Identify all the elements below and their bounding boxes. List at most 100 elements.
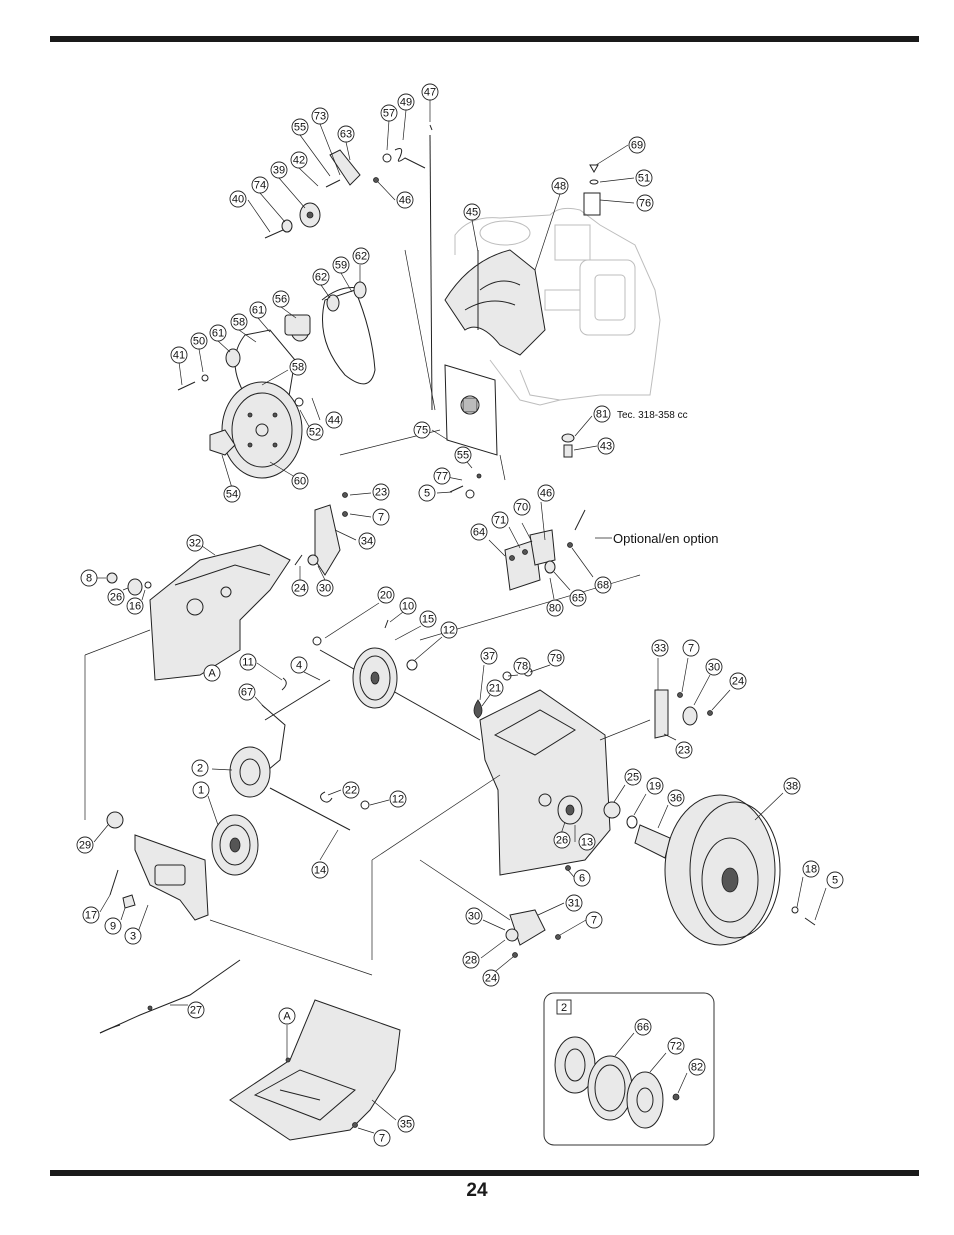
part-callout-number: 25: [627, 772, 639, 784]
part-callout: 60: [291, 472, 309, 490]
top-rule: [50, 36, 919, 42]
part-callout: 67: [238, 683, 256, 701]
part-callout-number: 73: [314, 111, 326, 123]
bottom-rule: [50, 1170, 919, 1176]
part-callout: 23: [675, 741, 693, 759]
part-callout-number: 9: [110, 921, 116, 933]
part-callout: 42: [290, 151, 308, 169]
part-callout-number: 41: [173, 350, 185, 362]
part-callout: 55: [454, 446, 472, 464]
part-callout-number: 7: [379, 1133, 385, 1145]
part-callout: 74: [251, 176, 269, 194]
part-callout: 17: [82, 906, 100, 924]
part-callout-number: 29: [79, 840, 91, 852]
part-callout: 82: [688, 1058, 706, 1076]
part-callout-number: 67: [241, 687, 253, 699]
large-pulley: [221, 381, 303, 479]
part-callout: 41: [170, 346, 188, 364]
part-callout-number: 17: [85, 910, 97, 922]
part-callout: 64: [470, 523, 488, 541]
part-callout: 33: [651, 639, 669, 657]
part-callout: 36: [667, 789, 685, 807]
part-callout-number: 59: [335, 260, 347, 272]
part-callout: 59: [332, 256, 350, 274]
part-callout-number: 68: [597, 580, 609, 592]
leader-lines: [84, 100, 827, 1134]
part-callout: 9: [104, 917, 122, 935]
part-callout-number: 61: [212, 328, 224, 340]
part-callout-number: 72: [670, 1041, 682, 1053]
part-callout: 30: [465, 907, 483, 925]
part-callout-number: 62: [355, 251, 367, 263]
part-callout: 65: [569, 589, 587, 607]
part-callout-number: 21: [489, 683, 501, 695]
part-callout: 4: [290, 656, 308, 674]
part-callout-number: 51: [638, 173, 650, 185]
part-callout-number: 23: [678, 745, 690, 757]
part-callout-number: 3: [130, 931, 136, 943]
part-callout-number: 76: [639, 198, 651, 210]
part-callout: 48: [551, 177, 569, 195]
part-callout-number: 7: [378, 512, 384, 524]
part-callout-number: 27: [190, 1005, 202, 1017]
part-callout: 22: [342, 781, 360, 799]
part-callout-number: 61: [252, 305, 264, 317]
part-callout: 20: [377, 586, 395, 604]
shift-bracket: [654, 689, 713, 739]
part-callout-number: 39: [273, 165, 285, 177]
part-callout: 62: [312, 268, 330, 286]
part-callout: 27: [187, 1001, 205, 1019]
lower-bracket: [106, 811, 209, 921]
gasket-plate: [444, 364, 498, 456]
part-callout: 50: [190, 332, 208, 350]
part-callout: 73: [311, 107, 329, 125]
part-callout: 51: [635, 169, 653, 187]
part-callout: 19: [646, 777, 664, 795]
part-callout-number: 12: [443, 625, 455, 637]
part-callout-number: 16: [129, 601, 141, 613]
detail-callout: 2: [556, 999, 572, 1015]
part-callout-number: 55: [457, 450, 469, 462]
part-callout-number: 33: [654, 643, 666, 655]
part-callout-number: 56: [275, 294, 287, 306]
part-callout-number: 6: [579, 873, 585, 885]
part-callout-number: 52: [309, 427, 321, 439]
part-callout-number: 24: [485, 973, 497, 985]
friction-wheel: [211, 746, 271, 876]
part-callout-number: 78: [516, 661, 528, 673]
part-callout: 69: [628, 136, 646, 154]
part-callout: 63: [337, 125, 355, 143]
part-callout-number: 10: [402, 601, 414, 613]
part-callout-number: 11: [242, 657, 253, 669]
part-callout-number: 37: [483, 651, 495, 663]
part-callout-number: 58: [233, 317, 245, 329]
part-callout-number: 23: [375, 487, 387, 499]
part-callout: 71: [491, 511, 509, 529]
part-callout: 61: [209, 324, 227, 342]
part-callout-number: 43: [600, 441, 612, 453]
part-callout: 75: [413, 421, 431, 439]
part-callout: 11: [239, 653, 257, 671]
part-callout-number: 80: [549, 603, 561, 615]
part-callout: 18: [802, 860, 820, 878]
part-callout: 7: [585, 911, 603, 929]
part-callout-number: 54: [226, 489, 238, 501]
part-callout: 10: [399, 597, 417, 615]
part-callout-number: 24: [294, 583, 306, 595]
part-callout: 37: [480, 647, 498, 665]
part-callout-number: 55: [294, 122, 306, 134]
part-callout: 16: [126, 597, 144, 615]
part-callout-number: 48: [554, 181, 566, 193]
part-callout: 13: [578, 833, 596, 851]
part-callout: 2: [191, 759, 209, 777]
part-callout: 35: [397, 1115, 415, 1133]
part-callout-number: 82: [691, 1062, 703, 1074]
part-callout-number: 5: [424, 488, 430, 500]
part-callout-number: 31: [568, 898, 580, 910]
part-callout: 70: [513, 498, 531, 516]
part-callout-number: 7: [591, 915, 597, 927]
part-callout-number: 69: [631, 140, 643, 152]
part-callout: A: [203, 664, 221, 682]
part-callout-number: A: [208, 668, 216, 680]
